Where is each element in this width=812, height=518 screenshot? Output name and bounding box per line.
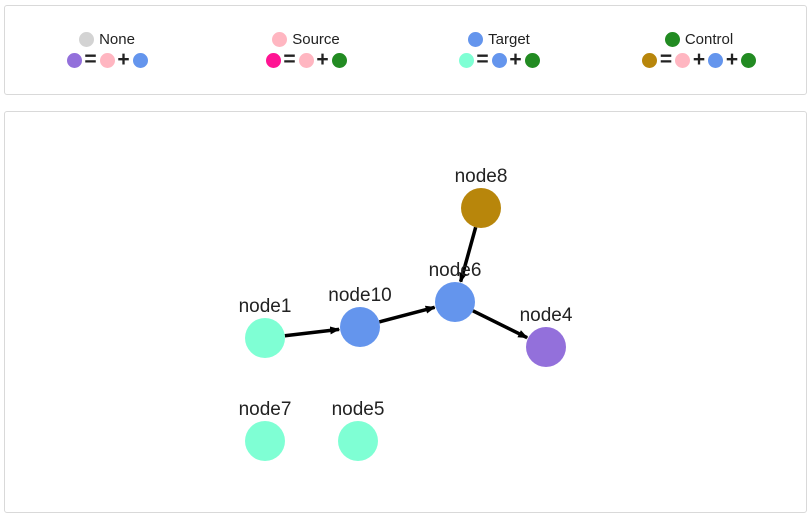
node-label: node8	[455, 166, 508, 187]
legend-label-none: None	[99, 30, 135, 48]
legend-title-control: Control	[609, 30, 789, 48]
graph-node-node10[interactable]: node10	[328, 285, 392, 347]
formula-dot	[458, 52, 474, 68]
node-label: node5	[332, 399, 385, 420]
plus-sign: +	[509, 48, 522, 71]
node-label: node7	[239, 399, 292, 420]
legend-panel: None=+Source=+Target=+Control=++	[4, 5, 807, 95]
formula-dot	[331, 52, 347, 68]
node-circle[interactable]	[245, 318, 285, 358]
node-label: node10	[328, 285, 391, 306]
target-color-dot	[468, 31, 484, 47]
nodes-layer: node1 node10 node6 node8 node4 node7 node5	[239, 166, 573, 461]
node-circle[interactable]	[245, 421, 285, 461]
legend-formula-control: = + +	[609, 49, 789, 71]
edge-node10-node6	[378, 305, 436, 324]
formula-dot	[99, 52, 115, 68]
legend-label-control: Control	[684, 30, 734, 48]
formula-dot	[642, 52, 657, 68]
formula-dot	[132, 52, 148, 68]
formula-dot	[491, 52, 507, 68]
formula-dot	[675, 52, 690, 68]
node-circle[interactable]	[461, 188, 501, 228]
formula-dot	[708, 52, 723, 68]
legend-group-none: None=+	[17, 30, 197, 71]
graph-node-node7[interactable]: node7	[239, 399, 292, 461]
node-label: node6	[429, 260, 482, 281]
legend-formula-source: =+	[216, 49, 396, 71]
plus-sign: +	[117, 48, 130, 71]
edge-node6-node4	[472, 309, 529, 340]
edges-layer	[284, 226, 529, 340]
equals-sign: =	[283, 48, 296, 71]
equals-sign: =	[84, 48, 97, 71]
graph-panel[interactable]: node1 node10 node6 node8 node4 node7 node5	[4, 111, 807, 513]
edge-node8-node6	[458, 226, 478, 283]
legend-title-source: Source	[216, 30, 396, 48]
formula-dot	[524, 52, 540, 68]
formula-dot	[741, 52, 756, 68]
node-circle[interactable]	[340, 307, 380, 347]
plus-sign: +	[725, 48, 739, 71]
graph-node-node8[interactable]: node8	[455, 166, 508, 228]
node-circle[interactable]	[338, 421, 378, 461]
graph-canvas[interactable]: node1 node10 node6 node8 node4 node7 node5	[5, 112, 806, 512]
equals-sign: =	[659, 48, 673, 71]
formula-dot	[66, 52, 82, 68]
source-color-dot	[272, 31, 288, 47]
node-label: node4	[520, 305, 573, 326]
control-color-dot	[664, 31, 680, 47]
node-label: node1	[239, 296, 292, 317]
formula-dot	[265, 52, 281, 68]
legend-label-source: Source	[292, 30, 340, 48]
legend-formula-target: =+	[409, 49, 589, 71]
legend-label-target: Target	[488, 30, 530, 48]
edge-node1-node10	[284, 326, 341, 338]
plus-sign: +	[316, 48, 329, 71]
legend-group-source: Source=+	[216, 30, 396, 71]
legend-title-none: None	[17, 30, 197, 48]
graph-node-node6[interactable]: node6	[429, 260, 482, 322]
formula-dot	[298, 52, 314, 68]
legend-title-target: Target	[409, 30, 589, 48]
legend-group-target: Target=+	[409, 30, 589, 71]
graph-node-node5[interactable]: node5	[332, 399, 385, 461]
none-color-dot	[79, 31, 95, 47]
graph-node-node1[interactable]: node1	[239, 296, 292, 358]
graph-node-node4[interactable]: node4	[520, 305, 573, 367]
legend-formula-none: =+	[17, 49, 197, 71]
node-circle[interactable]	[526, 327, 566, 367]
legend-group-control: Control = + +	[609, 30, 789, 71]
node-circle[interactable]	[435, 282, 475, 322]
plus-sign: +	[692, 48, 706, 71]
equals-sign: =	[476, 48, 489, 71]
